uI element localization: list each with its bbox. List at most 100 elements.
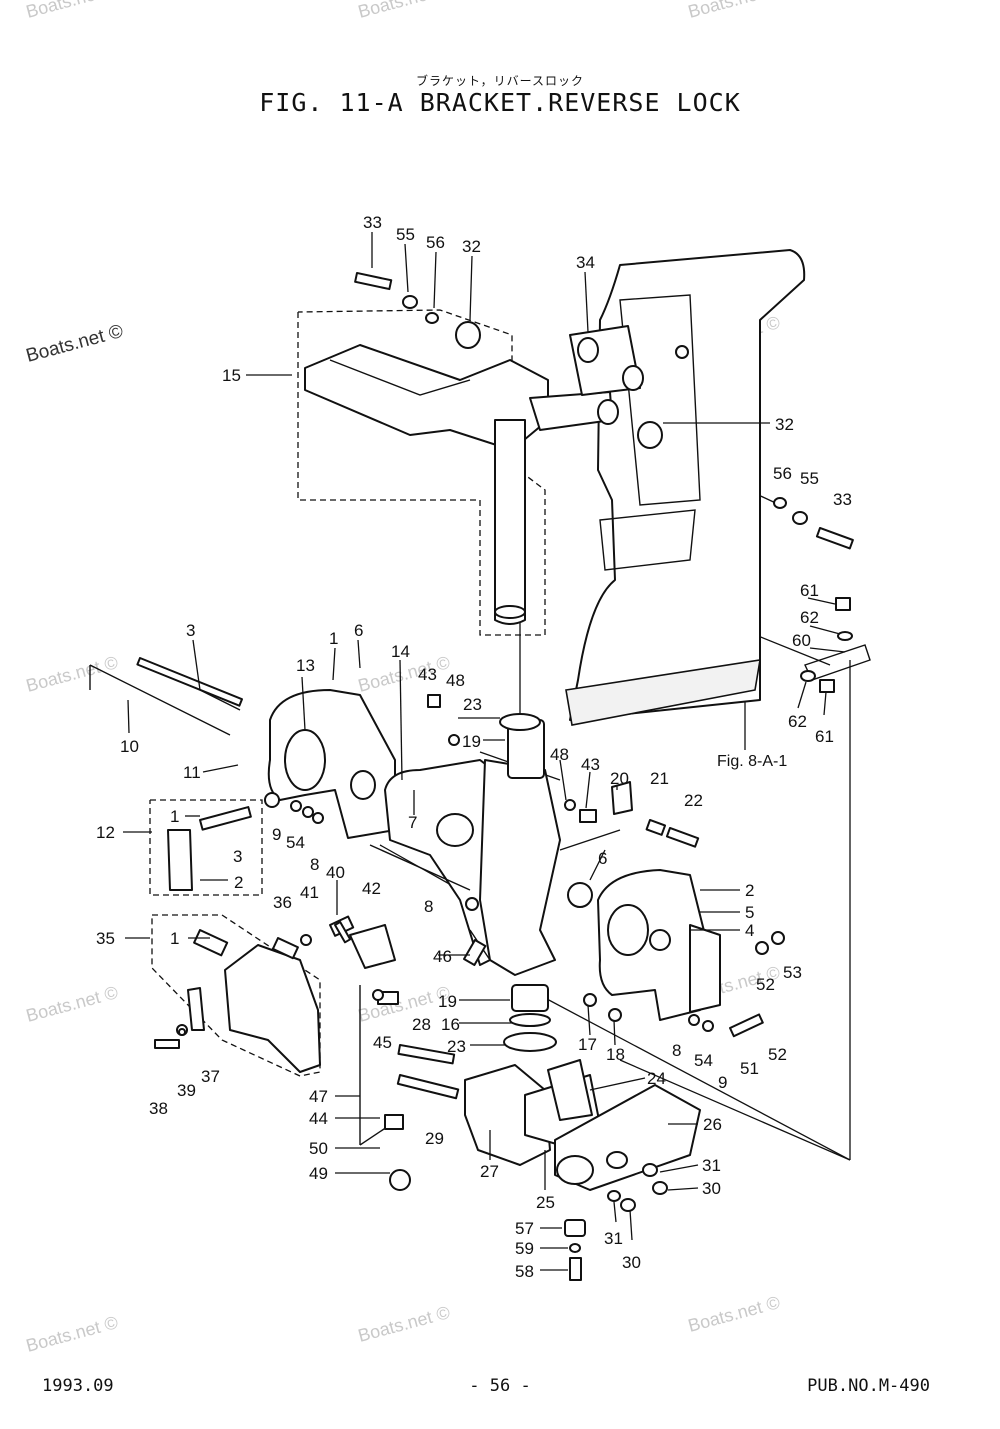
swivel-bracket-15: [304, 325, 644, 625]
watermark-3: Boats.net: [686, 0, 765, 22]
part-label-16: 16: [441, 1015, 460, 1034]
part-label-52b: 52: [768, 1045, 787, 1064]
part-label-5: 5: [745, 903, 754, 922]
part-label-27: 27: [480, 1162, 499, 1181]
part-label-32b: 32: [775, 415, 794, 434]
part-label-33: 33: [363, 213, 382, 232]
watermark-2: Boats.net: [356, 0, 435, 22]
part-label-43b: 43: [581, 755, 600, 774]
part-label-17: 17: [578, 1035, 597, 1054]
part-label-22: 22: [684, 791, 703, 810]
part-label-56b: 56: [773, 464, 792, 483]
part-label-41: 41: [300, 883, 319, 902]
part-label-7: 7: [408, 813, 417, 832]
part-label-61: 61: [800, 581, 819, 600]
part-label-62: 62: [800, 608, 819, 627]
part-label-21: 21: [650, 769, 669, 788]
reverse-lock-group-12-outline: [149, 799, 263, 896]
part-label-59: 59: [515, 1239, 534, 1258]
part-label-1b: 1: [170, 807, 179, 826]
part-label-44: 44: [309, 1109, 328, 1128]
reverse-lock-35: [154, 929, 321, 1073]
part-label-48b: 48: [550, 745, 569, 764]
swivel-case-14: [384, 713, 593, 976]
footer-date: 1993.09: [42, 1376, 114, 1396]
part-label-50: 50: [309, 1139, 328, 1158]
part-label-61b: 61: [815, 727, 834, 746]
part-label-12: 12: [96, 823, 115, 842]
part-label-18: 18: [606, 1045, 625, 1064]
part-label-4: 4: [745, 921, 754, 940]
part-label-1: 1: [329, 629, 338, 648]
part-label-8b: 8: [424, 897, 433, 916]
part-label-30: 30: [702, 1179, 721, 1198]
part-label-42: 42: [362, 879, 381, 898]
watermark-4: Boats.net ©: [24, 321, 126, 367]
part-label-8: 8: [310, 855, 319, 874]
reference-fig-8-a-1: Fig. 8-A-1: [717, 753, 787, 770]
part-label-56: 56: [426, 233, 445, 252]
part-label-23b: 23: [447, 1037, 466, 1056]
part-label-29: 29: [425, 1129, 444, 1148]
part-label-35: 35: [96, 929, 115, 948]
part-label-24: 24: [647, 1069, 666, 1088]
leader-lines: [123, 232, 846, 1271]
part-label-40: 40: [326, 863, 345, 882]
part-label-34: 34: [576, 253, 595, 272]
watermark-11: Boats.net ©: [24, 1312, 120, 1356]
part-label-6: 6: [354, 621, 363, 640]
part-label-6b: 6: [598, 849, 607, 868]
part-label-31: 31: [702, 1156, 721, 1175]
part-label-52: 52: [756, 975, 775, 994]
part-label-53: 53: [783, 963, 802, 982]
mount-bolts-top: [354, 271, 854, 550]
part-label-31b: 31: [604, 1229, 623, 1248]
part-label-45: 45: [373, 1033, 392, 1052]
part-label-54: 54: [286, 833, 305, 852]
watermark-6: Boats.net ©: [24, 652, 120, 696]
part-label-48: 48: [446, 671, 465, 690]
part-label-1c: 1: [170, 929, 179, 948]
figure-title: FIG. 11-A BRACKET.REVERSE LOCK: [259, 88, 741, 117]
part-label-51: 51: [740, 1059, 759, 1078]
part-label-33b: 33: [833, 490, 852, 509]
swivel-bracket-group-outline: [297, 309, 546, 636]
part-label-60: 60: [792, 631, 811, 650]
part-label-62b: 62: [788, 712, 807, 731]
part-labels: 33 55 56 32 34 15 32 56 55 33 61 62 60 6…: [96, 213, 852, 1281]
part-label-25: 25: [536, 1193, 555, 1212]
part-label-10: 10: [120, 737, 139, 756]
part-label-11: 11: [183, 763, 201, 782]
part-label-55: 55: [396, 225, 415, 244]
part-label-38: 38: [149, 1099, 168, 1118]
lower-mount-parts: [396, 984, 701, 1281]
part-label-43: 43: [418, 665, 437, 684]
group-outlines: [149, 309, 546, 1077]
part-label-8c: 8: [672, 1041, 681, 1060]
part-label-3b: 3: [233, 847, 242, 866]
part-label-37: 37: [201, 1067, 220, 1086]
part-label-19: 19: [462, 732, 481, 751]
footer-page-number: - 56 -: [469, 1376, 531, 1396]
clamp-bracket-right: [597, 869, 785, 1038]
part-label-9: 9: [272, 825, 281, 844]
part-label-26: 26: [703, 1115, 722, 1134]
part-label-30b: 30: [622, 1253, 641, 1272]
part-label-14: 14: [391, 642, 410, 661]
part-label-2: 2: [234, 873, 243, 892]
part-label-20: 20: [610, 769, 629, 788]
part-label-32: 32: [462, 237, 481, 256]
part-label-55b: 55: [800, 469, 819, 488]
part-label-58: 58: [515, 1262, 534, 1281]
part-label-9b: 9: [718, 1073, 727, 1092]
part-label-3: 3: [186, 621, 195, 640]
part-label-28: 28: [412, 1015, 431, 1034]
part-label-13: 13: [296, 656, 315, 675]
watermark-13: Boats.net ©: [686, 1292, 782, 1336]
part-label-46: 46: [433, 947, 452, 966]
small-hardware: [178, 694, 700, 1036]
part-label-15: 15: [222, 366, 241, 385]
watermark-1: Boats.net: [24, 0, 103, 22]
